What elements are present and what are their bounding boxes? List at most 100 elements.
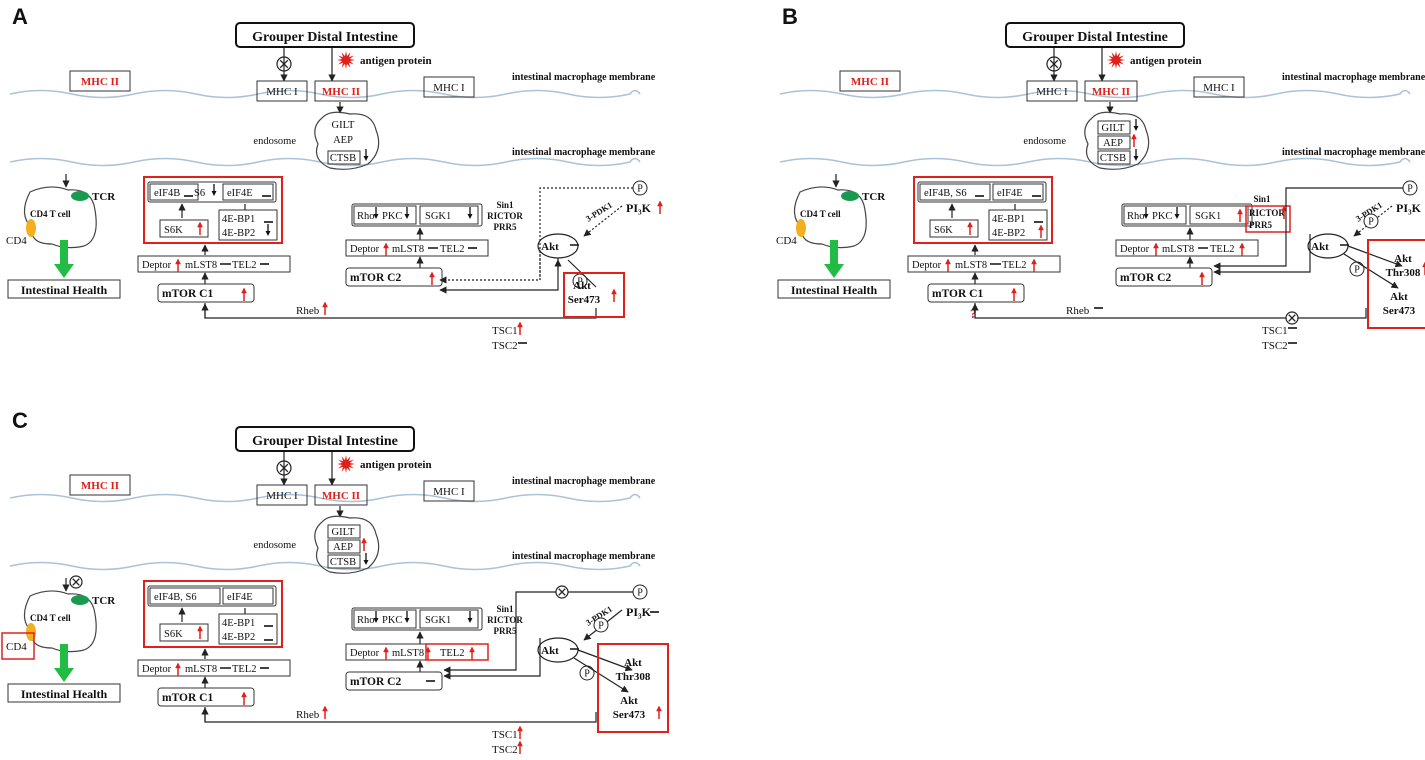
health-arrow-head xyxy=(54,668,74,682)
health-arrow-head xyxy=(824,264,844,278)
antigen-burst-icon xyxy=(337,51,355,69)
rheb-line xyxy=(205,707,596,722)
tsc2-label: TSC2 xyxy=(1262,340,1288,352)
tsc1-up-icon xyxy=(518,322,523,335)
up-arrow-head xyxy=(968,222,973,227)
sgk1-down-icon xyxy=(468,611,473,623)
bp2-label: 4E-BP2 xyxy=(222,228,255,239)
akt-ser-label: Akt xyxy=(573,280,591,292)
endosome-label: endosome xyxy=(253,136,296,147)
aep-label: AEP xyxy=(1103,138,1123,149)
pkc-down-icon xyxy=(405,611,410,623)
thr308-label: Thr308 xyxy=(1386,267,1421,279)
rheb-up-icon xyxy=(323,302,328,315)
panel-label: C xyxy=(12,408,28,433)
sgk1-label: SGK1 xyxy=(1195,211,1221,222)
pkc-label: PKC xyxy=(382,615,402,626)
mtorc1-up-icon xyxy=(1012,288,1017,301)
rictor-label: RICTOR xyxy=(487,211,523,221)
mhc1-label: MHC I xyxy=(1203,82,1235,94)
health-arrow-head xyxy=(54,264,74,278)
rictor-label: RICTOR xyxy=(1249,208,1285,218)
mlst8-label: mLST8 xyxy=(955,260,987,271)
deptor-up-icon xyxy=(176,663,181,676)
tel2-label: TEL2 xyxy=(1210,244,1235,255)
ctsb-label: CTSB xyxy=(330,557,356,568)
membrane-label: intestinal macrophage membrane xyxy=(512,551,656,562)
bp1-label: 4E-BP1 xyxy=(222,618,255,629)
prr5-label: PRR5 xyxy=(494,222,517,232)
down-arrow-head xyxy=(364,560,369,565)
eif4b-label: eIF4B xyxy=(154,188,180,199)
up-arrow-head xyxy=(384,243,389,248)
eif4b-s6-label: eIF4B, S6 xyxy=(154,592,197,603)
down-arrow-head xyxy=(1175,214,1180,219)
deptor-up-icon xyxy=(384,647,389,660)
mhc1-label: MHC I xyxy=(433,486,465,498)
up-arrow-head xyxy=(242,288,247,293)
up-arrow-head xyxy=(612,289,617,294)
ser473-label: Ser473 xyxy=(613,709,646,721)
bp1-label: 4E-BP1 xyxy=(992,214,1025,225)
health-label: Intestinal Health xyxy=(791,283,878,297)
up-arrow-head xyxy=(946,259,951,264)
rheb-label: Rheb xyxy=(296,709,320,721)
tcr-label: TCR xyxy=(862,191,886,203)
phospho-icon: P xyxy=(633,181,647,195)
sin1-label: Sin1 xyxy=(496,604,514,614)
phospho-label: P xyxy=(584,669,590,680)
deptor-label: Deptor xyxy=(142,260,172,271)
title: Grouper Distal Intestine xyxy=(1022,30,1168,45)
phospho-label: P xyxy=(598,621,604,632)
rho-label: Rho xyxy=(357,615,375,626)
bp2-down-icon xyxy=(266,224,271,236)
down-arrow-head xyxy=(405,618,410,623)
mhc2-left: MHC II xyxy=(851,76,889,88)
mhc1-label: MHC I xyxy=(266,86,298,98)
up-arrow-head xyxy=(1200,272,1205,277)
mhc2-label: MHC II xyxy=(1092,86,1130,98)
health-arrow-shaft xyxy=(60,240,68,266)
membrane-label: intestinal macrophage membrane xyxy=(1282,72,1425,83)
thr308-label: Thr308 xyxy=(616,671,651,683)
down-arrow-head xyxy=(468,618,473,623)
up-arrow-head xyxy=(1238,209,1243,214)
deptor-label: Deptor xyxy=(142,664,172,675)
tsc1-label: TSC1 xyxy=(492,325,518,337)
pkc-down-icon xyxy=(1175,207,1180,219)
tsc2-label: TSC2 xyxy=(492,744,518,755)
phospho-icon: P xyxy=(1403,181,1417,195)
tel2-label: TEL2 xyxy=(440,244,465,255)
bp2-up-icon xyxy=(1039,225,1044,238)
phospho-icon: P xyxy=(1350,262,1364,276)
s6-down-icon xyxy=(212,184,217,196)
rheb-line xyxy=(975,303,1366,318)
aep-label: AEP xyxy=(333,542,353,553)
tel2-up-icon xyxy=(1240,243,1245,256)
phospho-label: P xyxy=(1368,217,1374,228)
mtorc1-up-icon xyxy=(242,288,247,301)
aep-label: AEP xyxy=(333,135,353,146)
aep-up-icon xyxy=(362,538,367,551)
ser473-up-icon xyxy=(657,706,662,719)
antigen-label: antigen protein xyxy=(1130,55,1202,67)
eif4e-label: eIF4E xyxy=(227,592,253,603)
membrane-label: intestinal macrophage membrane xyxy=(512,72,656,83)
akt-thr-label: Akt xyxy=(624,657,642,669)
endosome-label: endosome xyxy=(253,540,296,551)
block-icon xyxy=(1286,312,1298,324)
pi3k-label: PI₃K xyxy=(1396,201,1422,215)
endosome-label: endosome xyxy=(1023,136,1066,147)
health-arrow-shaft xyxy=(60,644,68,670)
deptor-label: Deptor xyxy=(350,244,380,255)
tsc1-up-icon xyxy=(518,726,523,739)
up-arrow-head xyxy=(323,302,328,307)
up-arrow-head xyxy=(658,201,663,206)
ctsb-label: CTSB xyxy=(330,153,356,164)
gilt-down-icon xyxy=(1134,119,1139,131)
mtorc1-label: mTOR C1 xyxy=(162,692,213,704)
